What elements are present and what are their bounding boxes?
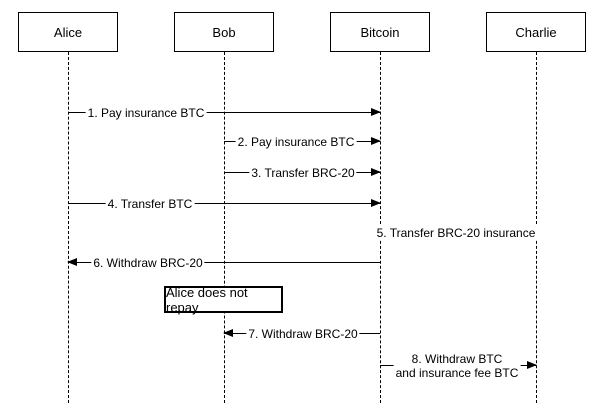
arrowhead-left-icon <box>67 258 77 266</box>
message-4-label: 4. Transfer BTC <box>105 197 195 211</box>
message-5-arrow: 5. Transfer BRC-20 insurance <box>374 226 538 240</box>
arrowhead-right-icon <box>371 168 381 176</box>
participant-label-alice: Alice <box>53 24 83 40</box>
arrowhead-right-icon <box>371 137 381 145</box>
message-6-label: 6. Withdraw BRC-20 <box>91 256 205 270</box>
note-box: Alice does not repay <box>164 284 283 315</box>
message-3-label: 3. Transfer BRC-20 <box>249 166 357 180</box>
message-1-arrow: 1. Pay insurance BTC <box>68 106 381 120</box>
message-8-arrow: 8. Withdraw BTC and insurance fee BTC <box>380 352 537 380</box>
arrowhead-right-icon <box>371 108 381 116</box>
participant-box-alice: Alice <box>18 12 118 52</box>
participant-box-bob: Bob <box>174 12 274 52</box>
arrowhead-left-icon <box>223 329 233 337</box>
message-7-arrow: 7. Withdraw BRC-20 <box>223 327 380 341</box>
lifeline-bob <box>224 52 225 403</box>
note-label: Alice does not repay <box>166 284 248 315</box>
message-8-label-line1: 8. Withdraw BTC <box>411 352 503 366</box>
message-8-label-line2: and insurance fee BTC <box>395 366 519 380</box>
message-5-label: 5. Transfer BRC-20 insurance <box>374 226 538 240</box>
message-3-arrow: 3. Transfer BRC-20 <box>224 166 381 180</box>
arrowhead-right-icon <box>371 199 381 207</box>
message-8-label: 8. Withdraw BTC and insurance fee BTC <box>393 352 521 380</box>
participant-label-charlie: Charlie <box>515 24 557 40</box>
arrowhead-right-icon <box>527 361 537 369</box>
participant-label-bob: Bob <box>212 24 236 40</box>
message-2-arrow: 2. Pay insurance BTC <box>224 135 381 149</box>
message-2-label: 2. Pay insurance BTC <box>235 135 357 149</box>
message-1-label: 1. Pay insurance BTC <box>85 106 207 120</box>
message-7-label: 7. Withdraw BRC-20 <box>246 327 360 341</box>
lifeline-alice <box>68 52 69 403</box>
message-4-arrow: 4. Transfer BTC <box>68 197 381 211</box>
participant-box-charlie: Charlie <box>486 12 586 52</box>
participant-label-bitcoin: Bitcoin <box>360 24 400 40</box>
participant-box-bitcoin: Bitcoin <box>330 12 430 52</box>
message-6-arrow: 6. Withdraw BRC-20 <box>67 256 380 270</box>
